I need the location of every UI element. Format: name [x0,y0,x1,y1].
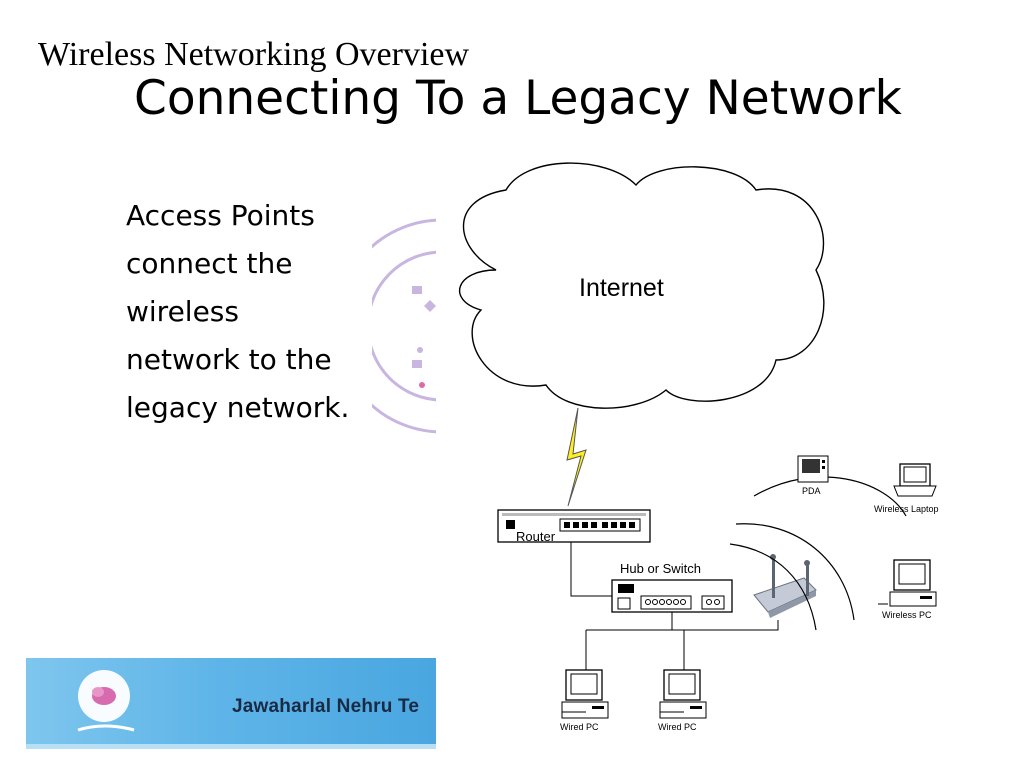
wired-pc-label: Wired PC [658,722,697,732]
internet-label: Internet [579,274,664,302]
router-device [497,509,651,543]
internet-cloud [459,162,825,409]
footer-banner: Jawaharlal Nehru Te [26,658,438,749]
wired-pc-icon [561,669,609,719]
wireless-pc-label: Wireless PC [882,610,932,620]
body-text: Access Points connect the wireless netwo… [126,192,396,432]
body-line: Access Points [126,199,315,232]
body-line: network to the [126,343,332,376]
network-diagram: Internet Router Hub or Switch PDA Wirele… [436,160,966,750]
body-line: connect the [126,247,293,280]
hub-switch-device [611,579,733,613]
slide-title: Connecting To a Legacy Network [134,71,902,126]
lightning-link [566,407,587,507]
banner-text: Jawaharlal Nehru Te [232,696,420,717]
router-label: Router [516,529,556,544]
seal-watermark [334,200,444,440]
wired-pc-label: Wired PC [560,722,599,732]
university-logo [50,664,160,742]
body-line: wireless [126,295,239,328]
wireless-laptop-icon [893,463,937,497]
pda-icon [797,455,829,483]
wireless-pc-icon [878,559,937,607]
laptop-label: Wireless Laptop [874,504,939,514]
hub-label: Hub or Switch [620,561,701,576]
body-line: legacy network. [126,391,350,424]
wired-pc-icon [659,669,707,719]
wireless-signal [729,476,907,631]
pda-label: PDA [802,486,821,496]
slide-header: Wireless Networking Overview [38,36,470,73]
